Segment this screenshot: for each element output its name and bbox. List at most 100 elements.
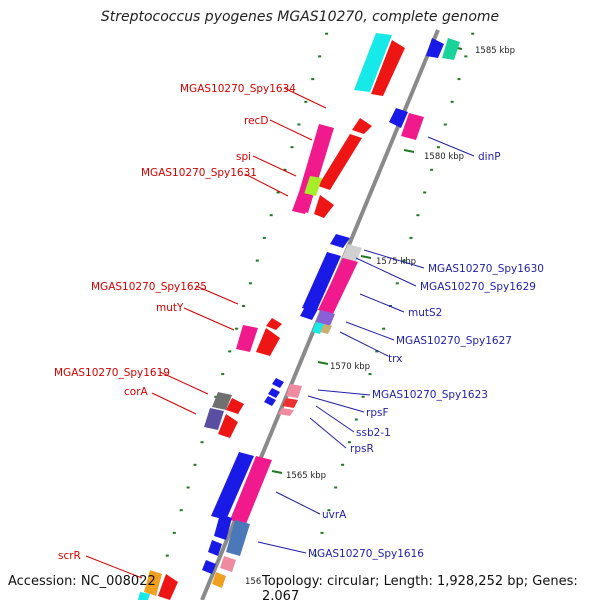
leader-spy1625 [195, 285, 239, 305]
gene-recD [294, 124, 334, 213]
tick-label-1565: 1565 kbp [286, 471, 326, 481]
gene-grey-1619 [212, 392, 232, 410]
label-mutY: mutY [156, 302, 184, 314]
gene-green-top [442, 38, 460, 60]
tick-label-1575: 1575 kbp [376, 257, 416, 267]
ring-dot-46 [320, 531, 324, 534]
ring-dot-26 [457, 78, 461, 81]
gene-grey-1630 [342, 244, 362, 262]
gene-pink-1616 [220, 556, 236, 572]
label-scrR: scrR [58, 550, 81, 562]
ring-dot-5 [290, 146, 294, 149]
gene-blue-1623c [264, 396, 276, 406]
leader-spy1634 [283, 87, 327, 109]
ring-dot-28 [443, 123, 447, 126]
ring-dot-9 [262, 236, 266, 239]
gene-red-mutY [256, 328, 280, 356]
gene-rpsF [286, 384, 302, 398]
label-corA: corA [124, 386, 149, 398]
gene-trx [320, 324, 332, 334]
ring-dot-0 [325, 32, 329, 35]
ring-dot-18 [200, 441, 204, 444]
leader-spy1631 [244, 173, 289, 197]
gene-blue-top [426, 38, 444, 58]
leader-rpsR [309, 417, 347, 449]
label-rpsR: rpsR [350, 443, 374, 455]
ring-dot-16 [214, 395, 218, 398]
leader-spy1619 [159, 371, 209, 395]
ring-dot-33 [409, 236, 413, 239]
leader-mutS2 [359, 293, 405, 313]
left-gene-labels: MGAS10270_Spy1634 recD spi MGAS10270_Spy… [54, 83, 296, 562]
gene-red-scrR [158, 574, 178, 600]
page-title: Streptococcus pyogenes MGAS10270, comple… [100, 9, 500, 25]
leader-spy1623 [317, 389, 371, 396]
ring-dot-25 [464, 55, 468, 58]
label-uvrA: uvrA [322, 509, 347, 521]
gene-blue-1623a [272, 378, 284, 388]
label-recD: recD [244, 115, 268, 127]
tick-1580 [403, 149, 415, 153]
gene-cyan-top [354, 33, 392, 92]
leader-spi [252, 155, 297, 177]
leader-uvrA [275, 491, 321, 515]
gene-blue-uvrA [211, 452, 254, 520]
genome-details-text: Topology: circular; Length: 1,928,252 bp… [262, 574, 578, 600]
gene-steel-1616 [226, 520, 250, 556]
gene-blue-1616a [214, 514, 232, 540]
leader-spy1629 [355, 257, 417, 287]
gene-red-small [352, 118, 372, 134]
ring-dot-21 [179, 509, 183, 512]
gene-blue-1616b [208, 540, 222, 556]
right-gene-labels: dinP MGAS10270_Spy1630 MGAS10270_Spy1629… [308, 151, 544, 560]
label-trx: trx [388, 353, 402, 365]
ring-dot-31 [423, 191, 427, 194]
gene-spi [304, 176, 322, 196]
label-spy1627: MGAS10270_Spy1627 [396, 335, 512, 347]
ring-dot-41 [354, 418, 358, 421]
tick-label-156: 156 [245, 577, 261, 587]
tick-1570 [317, 361, 329, 365]
ring-dot-40 [361, 395, 365, 398]
label-dinP: dinP [478, 151, 501, 163]
leader-scrR [85, 555, 143, 579]
ring-dot-24 [471, 32, 475, 35]
ring-dot-29 [436, 146, 440, 149]
ring-dot-30 [430, 168, 434, 171]
ring-dot-10 [255, 259, 259, 262]
gene-red-mutY2 [266, 318, 282, 330]
label-spy1630: MGAS10270_Spy1630 [428, 263, 544, 275]
ring-dot-13 [235, 327, 239, 330]
gene-red-1631 [314, 195, 334, 218]
leader-lines [85, 87, 475, 579]
label-rpsF: rpsF [366, 407, 389, 419]
ring-dot-7 [276, 191, 280, 194]
label-spy1634: MGAS10270_Spy1634 [180, 83, 296, 95]
gene-red-corA2 [226, 398, 244, 414]
ring-dot-6 [283, 168, 287, 171]
gene-orange-1616 [212, 572, 226, 588]
ring-dot-35 [395, 282, 399, 285]
gene-purple-1627 [316, 310, 335, 326]
ring-dot-19 [193, 463, 197, 466]
leader-rpsF [307, 395, 365, 413]
tick-label-1585: 1585 kbp [475, 46, 515, 56]
ring-dot-1 [318, 55, 322, 58]
label-spy1625: MGAS10270_Spy1625 [91, 281, 207, 293]
ring-dot-15 [221, 373, 225, 376]
ring-dot-4 [297, 123, 301, 126]
ring-dot-12 [242, 305, 245, 307]
ring-dot-47 [313, 554, 317, 557]
label-spi: spi [236, 151, 251, 163]
label-spy1623: MGAS10270_Spy1623 [372, 389, 488, 401]
gene-blue-1616c [202, 560, 216, 574]
tick-label-1580: 1580 kbp [424, 152, 464, 162]
gene-red-recD [318, 134, 362, 190]
ring-dot-11 [248, 282, 252, 285]
tick-label-1570: 1570 kbp [330, 362, 370, 372]
ring-dot-43 [341, 463, 345, 466]
label-spy1619: MGAS10270_Spy1619 [54, 367, 170, 379]
ring-dot-38 [375, 350, 379, 353]
gene-dinP [389, 108, 408, 128]
